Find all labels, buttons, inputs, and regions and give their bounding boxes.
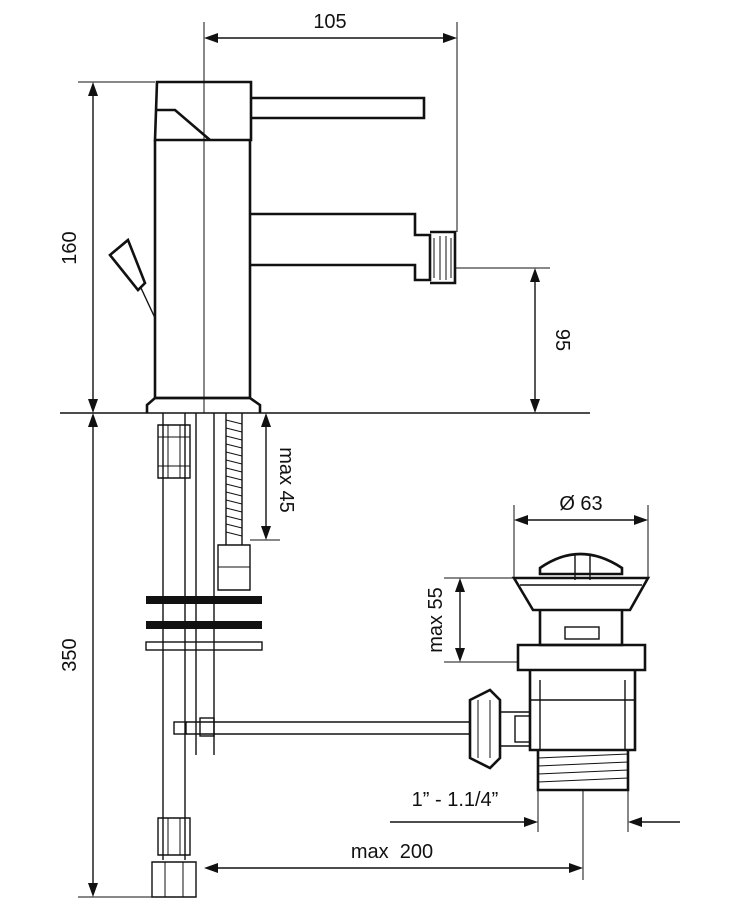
- dimension-160: 160: [59, 81, 155, 413]
- supply-hoses: [145, 413, 263, 898]
- popup-link-rod: [186, 721, 470, 735]
- dimension-thread: 1” - 1.1/4”: [390, 789, 680, 832]
- label-95: 95: [551, 329, 573, 351]
- label-max-55: max 55: [425, 587, 447, 653]
- dimension-105: 105: [203, 11, 458, 232]
- popup-waste: [468, 552, 651, 792]
- label-thread: 1” - 1.1/4”: [412, 789, 499, 811]
- label-diameter-63: Ø 63: [559, 493, 602, 515]
- label-350: 350: [59, 638, 81, 671]
- dimension-max-55: max 55: [425, 577, 518, 663]
- label-160: 160: [59, 231, 81, 264]
- label-105: 105: [313, 11, 346, 33]
- faucet-body: [108, 80, 457, 413]
- label-max-200: max 200: [351, 841, 433, 863]
- dimension-max-45: max 45: [250, 413, 297, 541]
- dimension-max-200: max 200: [204, 790, 584, 880]
- dimension-350: 350: [59, 413, 152, 898]
- dimension-diameter-63: Ø 63: [513, 493, 649, 578]
- dimension-95: 95: [455, 267, 573, 413]
- label-max-45: max 45: [275, 447, 297, 513]
